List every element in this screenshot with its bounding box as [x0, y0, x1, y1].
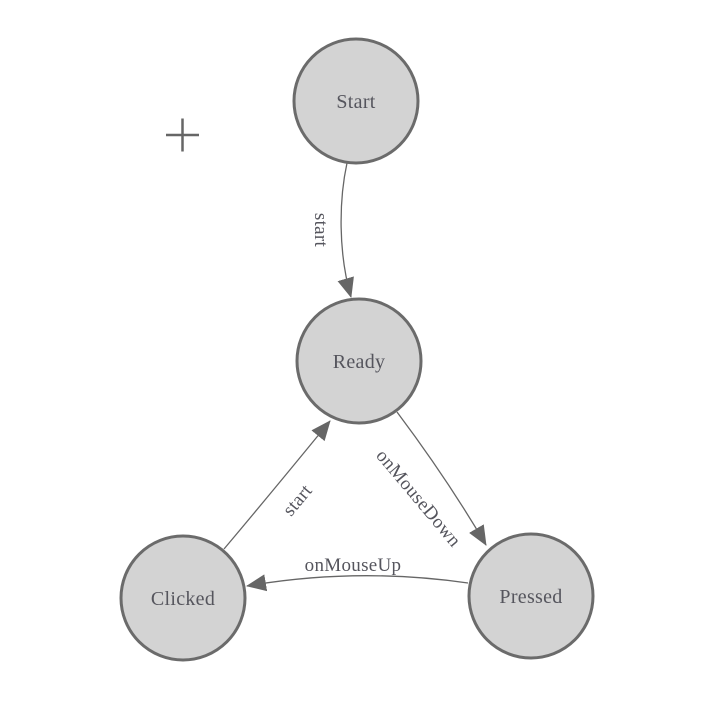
transition-label-ready-to-pressed: onMouseDown [371, 446, 465, 552]
state-node-ready-circle[interactable] [295, 297, 423, 425]
plus-crosshair-icon [166, 118, 199, 152]
state-node-pressed-circle[interactable] [467, 532, 595, 660]
transition-ready-to-pressed: onMouseDown [371, 411, 487, 552]
state-node-start-label: Start [336, 91, 375, 113]
state-node-start[interactable]: Start [292, 37, 420, 165]
transition-edge-pressed-to-clicked[interactable] [246, 574, 469, 592]
state-node-clicked-label: Clicked [151, 588, 215, 610]
state-node-clicked[interactable]: Clicked [119, 534, 247, 662]
state-node-start-circle[interactable] [292, 37, 420, 165]
transition-pressed-to-clicked: onMouseUp [246, 555, 469, 592]
transition-label-start-to-ready: start [310, 213, 331, 248]
transition-clicked-to-ready: start [223, 420, 331, 550]
state-node-ready-label: Ready [333, 351, 386, 373]
transition-start-to-ready: start [310, 162, 354, 298]
transition-label-clicked-to-ready: start [279, 480, 317, 520]
transition-edge-clicked-to-ready[interactable] [223, 420, 331, 550]
transition-edge-ready-to-pressed[interactable] [396, 411, 487, 546]
transition-edge-start-to-ready[interactable] [337, 162, 354, 298]
state-node-pressed-label: Pressed [499, 586, 562, 608]
state-node-ready[interactable]: Ready [295, 297, 423, 425]
state-node-clicked-circle[interactable] [119, 534, 247, 662]
transition-label-pressed-to-clicked: onMouseUp [305, 555, 402, 576]
state-node-pressed[interactable]: Pressed [467, 532, 595, 660]
